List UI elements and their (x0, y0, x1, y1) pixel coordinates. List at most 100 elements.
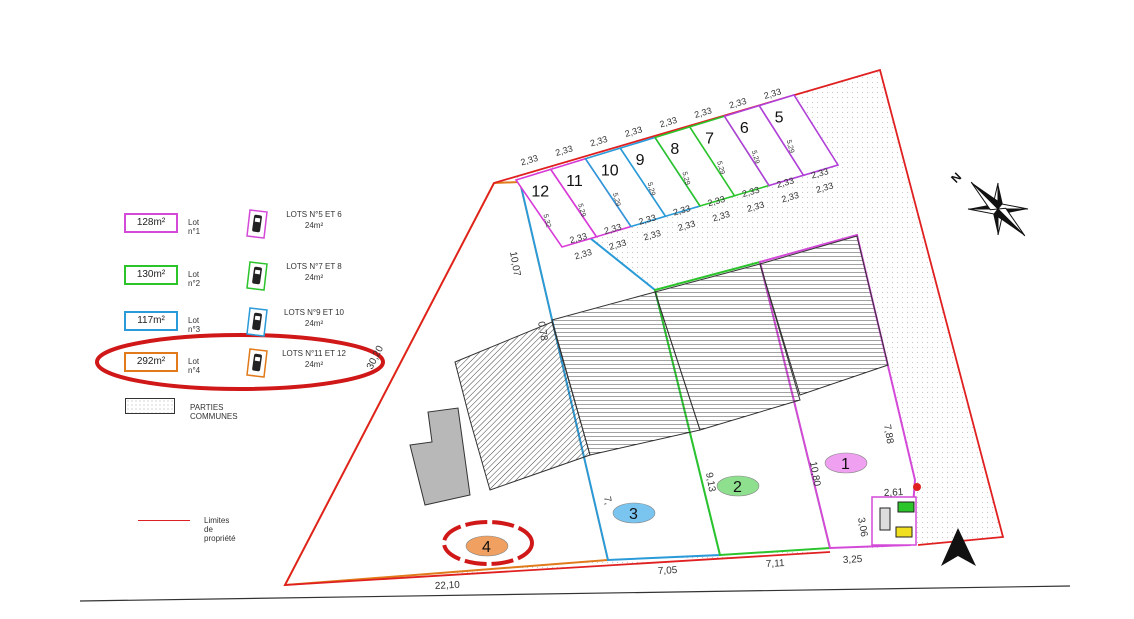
roof-lot2 (654, 263, 801, 431)
parking-width-top: 2,33 (693, 105, 713, 119)
parking-depth-label: 5,29 (646, 182, 656, 197)
parking-width-top: 2,33 (589, 134, 609, 148)
parking-space-number: 12 (531, 184, 549, 201)
parking-space-number: 9 (636, 152, 645, 169)
lot-number: 3 (629, 506, 638, 523)
legend-lot-name: Lot n°3 (188, 316, 201, 334)
parking-width-bottom-row2: 2,33 (603, 222, 623, 236)
parking-depth-label: 5,29 (576, 203, 586, 218)
highlight-lot4-plan (442, 520, 534, 566)
parking-depth-label: 5,32 (541, 213, 551, 228)
legend-area-swatch: 128m² (124, 213, 178, 233)
parking-lots-text: LOTS N°5 ET 6 (286, 210, 342, 219)
parking-lots-text: LOTS N°11 ET 12 (282, 349, 346, 358)
dimension-bottom-1: 3,25 (843, 554, 863, 566)
limit-label: Limites de propriété (204, 516, 236, 543)
parking-car-icon (246, 307, 268, 337)
parking-width-bottom-row2: 2,33 (741, 185, 761, 199)
ground-line (79, 585, 1071, 602)
parking-area-text: 24m² (304, 360, 324, 369)
parking-car-icon (246, 348, 268, 378)
dimension-box-w: 2,61 (884, 487, 904, 499)
dimension-lot2-height: 9,13 (703, 472, 717, 494)
legend-area-swatch: 130m² (124, 265, 178, 285)
parking-area-text: 24m² (304, 319, 324, 328)
parking-area-text: 24m² (304, 273, 324, 282)
utility-yellow (895, 526, 913, 538)
parking-width-bottom: 2,33 (608, 237, 628, 251)
parking-space-number: 8 (670, 141, 679, 158)
parking-width-top: 2,33 (624, 124, 644, 138)
parking-space-number: 7 (705, 131, 714, 148)
parking-depth-label: 5,29 (680, 171, 690, 186)
parking-width-bottom: 2,33 (746, 199, 766, 213)
parking-space-number: 5 (775, 109, 784, 126)
parking-width-bottom: 2,33 (677, 218, 697, 232)
limit-swatch (138, 520, 190, 521)
dimension-left-small: 0,78 (535, 321, 549, 343)
parking-width-top: 2,33 (519, 153, 539, 167)
parking-space-number: 10 (601, 162, 619, 179)
parking-width-bottom-row2: 2,33 (568, 231, 588, 245)
legend-area-swatch: 292m² (124, 352, 178, 372)
highlight-lot4-legend (95, 333, 385, 391)
parking-width-top: 2,33 (658, 115, 678, 129)
legend-area-swatch: 117m² (124, 311, 178, 331)
parking-width-bottom: 2,33 (815, 180, 835, 194)
parking-width-top: 2,33 (763, 86, 783, 100)
legend-parking-label: LOTS N°9 ET 10 24m² (274, 307, 354, 329)
property-limit-bottom (283, 182, 831, 586)
dimension-bottom-2: 7,11 (766, 558, 786, 570)
north-arrow-icon (941, 528, 976, 566)
legend-parking-label: LOTS N°11 ET 12 24m² (274, 348, 354, 370)
parking-width-bottom-row2: 2,33 (672, 203, 692, 217)
common-area-label: PARTIES COMMUNES (190, 403, 238, 421)
lot-number: 2 (733, 479, 742, 496)
lot-number: 1 (841, 456, 850, 473)
parking-width-bottom-row2: 2,33 (775, 175, 795, 189)
parking-lots-text: LOTS N°7 ET 8 (286, 262, 342, 271)
compass-rose-icon (967, 181, 1029, 237)
parking-width-bottom: 2,33 (780, 190, 800, 204)
lot-number-badge (612, 502, 656, 524)
dimension-bottom-left: 22,10 (435, 580, 461, 592)
parking-depth-label: 5,29 (750, 150, 760, 165)
parking-depth-label: 5,29 (715, 160, 725, 175)
parking-width-bottom-row2: 2,33 (706, 194, 726, 208)
parking-width-bottom-row2: 2,33 (637, 212, 657, 226)
parking-space (758, 94, 840, 177)
parking-depth-label: 5,29 (611, 192, 621, 207)
dimension-left-side: 10,07 (507, 251, 522, 278)
parking-block: 125,322,332,332,33115,292,332,332,33105,… (514, 86, 840, 261)
boundary-marker (913, 483, 921, 491)
parking-car-icon (246, 261, 268, 291)
dimension-bottom-3: 7,05 (658, 565, 678, 577)
parking-area-text: 24m² (304, 221, 324, 230)
parking-width-top: 2,33 (728, 96, 748, 110)
dimension-lot3-height: 7, (601, 496, 613, 506)
parking-width-top: 2,33 (554, 143, 574, 157)
parking-lots-text: LOTS N°9 ET 10 (284, 308, 344, 317)
parking-space-number: 11 (566, 173, 583, 190)
dimension-box-h: 3,06 (855, 517, 869, 539)
dimension-lot1-height: 10,80 (807, 461, 822, 488)
parking-space-number: 6 (740, 120, 749, 137)
lot-number-badge (824, 452, 868, 474)
parking-width-bottom: 2,33 (711, 209, 731, 223)
parking-width-bottom: 2,33 (642, 228, 662, 242)
roof-lot1 (759, 235, 889, 396)
legend-parking-label: LOTS N°7 ET 8 24m² (274, 261, 354, 283)
utility-green (897, 501, 915, 513)
legend-parking-label: LOTS N°5 ET 6 24m² (274, 209, 354, 231)
lot-number-badge (716, 475, 760, 497)
parking-width-bottom: 2,33 (573, 247, 593, 261)
legend-lot-name: Lot n°1 (188, 218, 201, 236)
legend-lot-name: Lot n°2 (188, 270, 201, 288)
legend-lot-name: Lot n°4 (188, 357, 201, 375)
parking-car-icon (246, 209, 268, 239)
lot-number-badge (465, 535, 509, 557)
parking-depth-label: 5,29 (785, 139, 795, 154)
